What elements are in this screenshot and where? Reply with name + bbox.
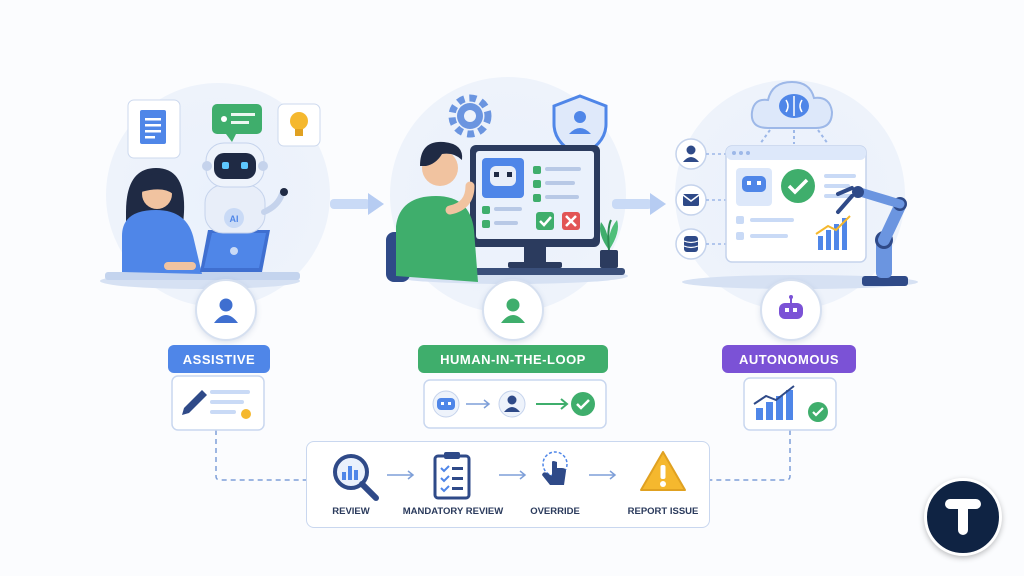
assistive-person-avatar — [195, 279, 257, 341]
flow-arrow-1 — [330, 193, 384, 215]
user-icon — [675, 138, 707, 170]
edit-pencil-icon — [182, 390, 207, 415]
cloud-brain-icon — [750, 80, 834, 129]
robot-icon — [202, 142, 288, 234]
step-arrow-1 — [387, 470, 415, 480]
plant-icon — [600, 219, 618, 268]
bar-chart-icon — [753, 385, 795, 420]
autonomous-card-contents — [743, 377, 837, 431]
brand-logo — [924, 478, 1002, 556]
step-arrow-2 — [499, 470, 527, 480]
checkmark-icon — [571, 392, 595, 416]
robot-badge-text: AI — [230, 214, 239, 224]
process-step-icons — [333, 451, 686, 501]
stage-label-assistive: ASSISTIVE — [168, 345, 270, 373]
stage-label-autonomous: AUTONOMOUS — [722, 345, 856, 373]
person-icon — [214, 298, 238, 323]
person-icon — [498, 390, 526, 418]
step-label-review: REVIEW — [332, 506, 370, 517]
hitl-card-contents — [423, 379, 607, 429]
robot-icon — [432, 390, 460, 418]
hitl-person-avatar — [482, 279, 544, 341]
gear-icon — [448, 94, 492, 138]
lightbulb-icon — [277, 103, 321, 147]
flow-arrow-2 — [612, 193, 666, 215]
autonomous-robot-avatar — [760, 279, 822, 341]
mail-icon — [675, 184, 707, 216]
bar-chart-icon — [815, 215, 851, 250]
database-icon — [675, 228, 707, 260]
chat-bubble-icon — [212, 104, 262, 142]
connector-left — [215, 430, 306, 481]
logo-letter-t — [945, 499, 981, 535]
monitor-icon — [470, 145, 600, 268]
stage-label-human-in-the-loop: HUMAN-IN-THE-LOOP — [418, 345, 608, 373]
document-icon — [127, 99, 181, 159]
shield-user-icon — [552, 94, 608, 158]
step-label-report-issue: REPORT ISSUE — [627, 506, 699, 517]
connector-right — [708, 430, 791, 481]
robot-arm-icon — [836, 186, 908, 286]
process-steps-panel: REVIEW MANDATORY REVIEW OVERRIDE REPORT … — [306, 441, 710, 528]
clipboard-checklist-icon — [433, 452, 471, 500]
man-figure — [386, 141, 478, 282]
person-icon — [501, 298, 525, 323]
step-arrow-3 — [589, 470, 617, 480]
step-label-mandatory-review: MANDATORY REVIEW — [402, 506, 504, 517]
laptop-icon — [200, 230, 270, 272]
woman-figure — [122, 168, 202, 274]
warning-triangle-icon — [640, 451, 686, 491]
step-label-override: OVERRIDE — [530, 506, 580, 517]
checkmark-icon — [808, 402, 828, 422]
hand-pointer-icon — [542, 451, 568, 485]
assistive-card-contents — [171, 375, 265, 431]
magnifier-chart-icon — [333, 454, 379, 501]
robot-icon — [779, 295, 803, 319]
